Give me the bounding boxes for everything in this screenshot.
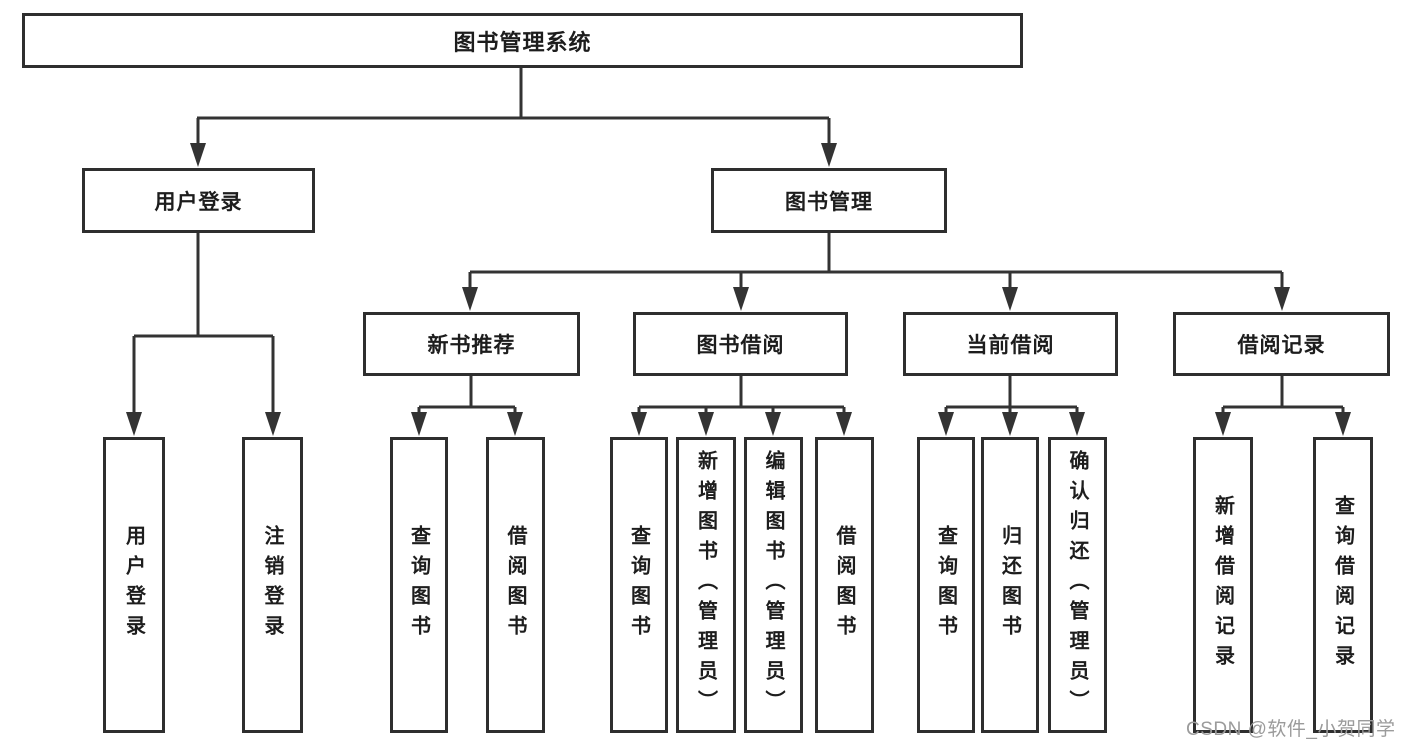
node-new-book-recommend-label: 新书推荐 bbox=[427, 334, 516, 357]
node-borrow-records: 借阅记录 bbox=[1173, 312, 1390, 376]
leaf-borrow-books-recommend-label: 借阅图书 bbox=[504, 525, 526, 645]
leaf-add-borrow-record-label: 新增借阅记录 bbox=[1211, 495, 1234, 675]
leaf-add-books-admin: 新增图书（管理员） bbox=[676, 437, 736, 733]
leaf-add-borrow-record: 新增借阅记录 bbox=[1193, 437, 1253, 733]
leaf-query-books-borrow: 查询图书 bbox=[610, 437, 668, 733]
leaf-query-books-current-label: 查询图书 bbox=[934, 525, 957, 645]
node-library-management-system: 图书管理系统 bbox=[22, 13, 1023, 68]
leaf-add-books-admin-label: 新增图书（管理员） bbox=[694, 450, 717, 720]
leaf-confirm-return-admin: 确认归还（管理员） bbox=[1048, 437, 1107, 733]
node-book-management-label: 图书管理 bbox=[785, 190, 873, 214]
leaf-query-books-recommend: 查询图书 bbox=[390, 437, 448, 733]
node-user-login: 用户登录 bbox=[82, 168, 315, 233]
leaf-query-books-borrow-label: 查询图书 bbox=[627, 525, 650, 645]
node-library-management-system-label: 图书管理系统 bbox=[453, 29, 592, 55]
node-book-management: 图书管理 bbox=[711, 168, 947, 233]
node-borrow-records-label: 借阅记录 bbox=[1237, 334, 1326, 357]
leaf-confirm-return-admin-label: 确认归还（管理员） bbox=[1066, 450, 1088, 720]
leaf-query-books-recommend-label: 查询图书 bbox=[407, 525, 430, 645]
csdn-watermark: CSDN @软件_小贺同学 bbox=[1186, 719, 1396, 740]
node-book-borrow: 图书借阅 bbox=[633, 312, 848, 376]
leaf-edit-books-admin: 编辑图书（管理员） bbox=[744, 437, 803, 733]
leaf-query-borrow-record: 查询借阅记录 bbox=[1313, 437, 1373, 733]
leaf-edit-books-admin-label: 编辑图书（管理员） bbox=[762, 450, 784, 720]
leaf-borrow-books-recommend: 借阅图书 bbox=[486, 437, 545, 733]
leaf-query-books-current: 查询图书 bbox=[917, 437, 975, 733]
leaf-query-borrow-record-label: 查询借阅记录 bbox=[1331, 495, 1354, 675]
node-new-book-recommend: 新书推荐 bbox=[363, 312, 580, 376]
leaf-user-login-label: 用户登录 bbox=[122, 525, 145, 645]
leaf-user-login: 用户登录 bbox=[103, 437, 165, 733]
leaf-return-books-label: 归还图书 bbox=[998, 525, 1021, 645]
leaf-return-books: 归还图书 bbox=[981, 437, 1039, 733]
leaf-logout-label: 注销登录 bbox=[261, 525, 283, 645]
leaf-logout: 注销登录 bbox=[242, 437, 303, 733]
node-book-borrow-label: 图书借阅 bbox=[696, 334, 785, 357]
leaf-borrow-books: 借阅图书 bbox=[815, 437, 874, 733]
node-current-borrow-label: 当前借阅 bbox=[966, 334, 1055, 357]
leaf-borrow-books-label: 借阅图书 bbox=[833, 525, 855, 645]
node-user-login-label: 用户登录 bbox=[154, 190, 243, 214]
node-current-borrow: 当前借阅 bbox=[903, 312, 1118, 376]
